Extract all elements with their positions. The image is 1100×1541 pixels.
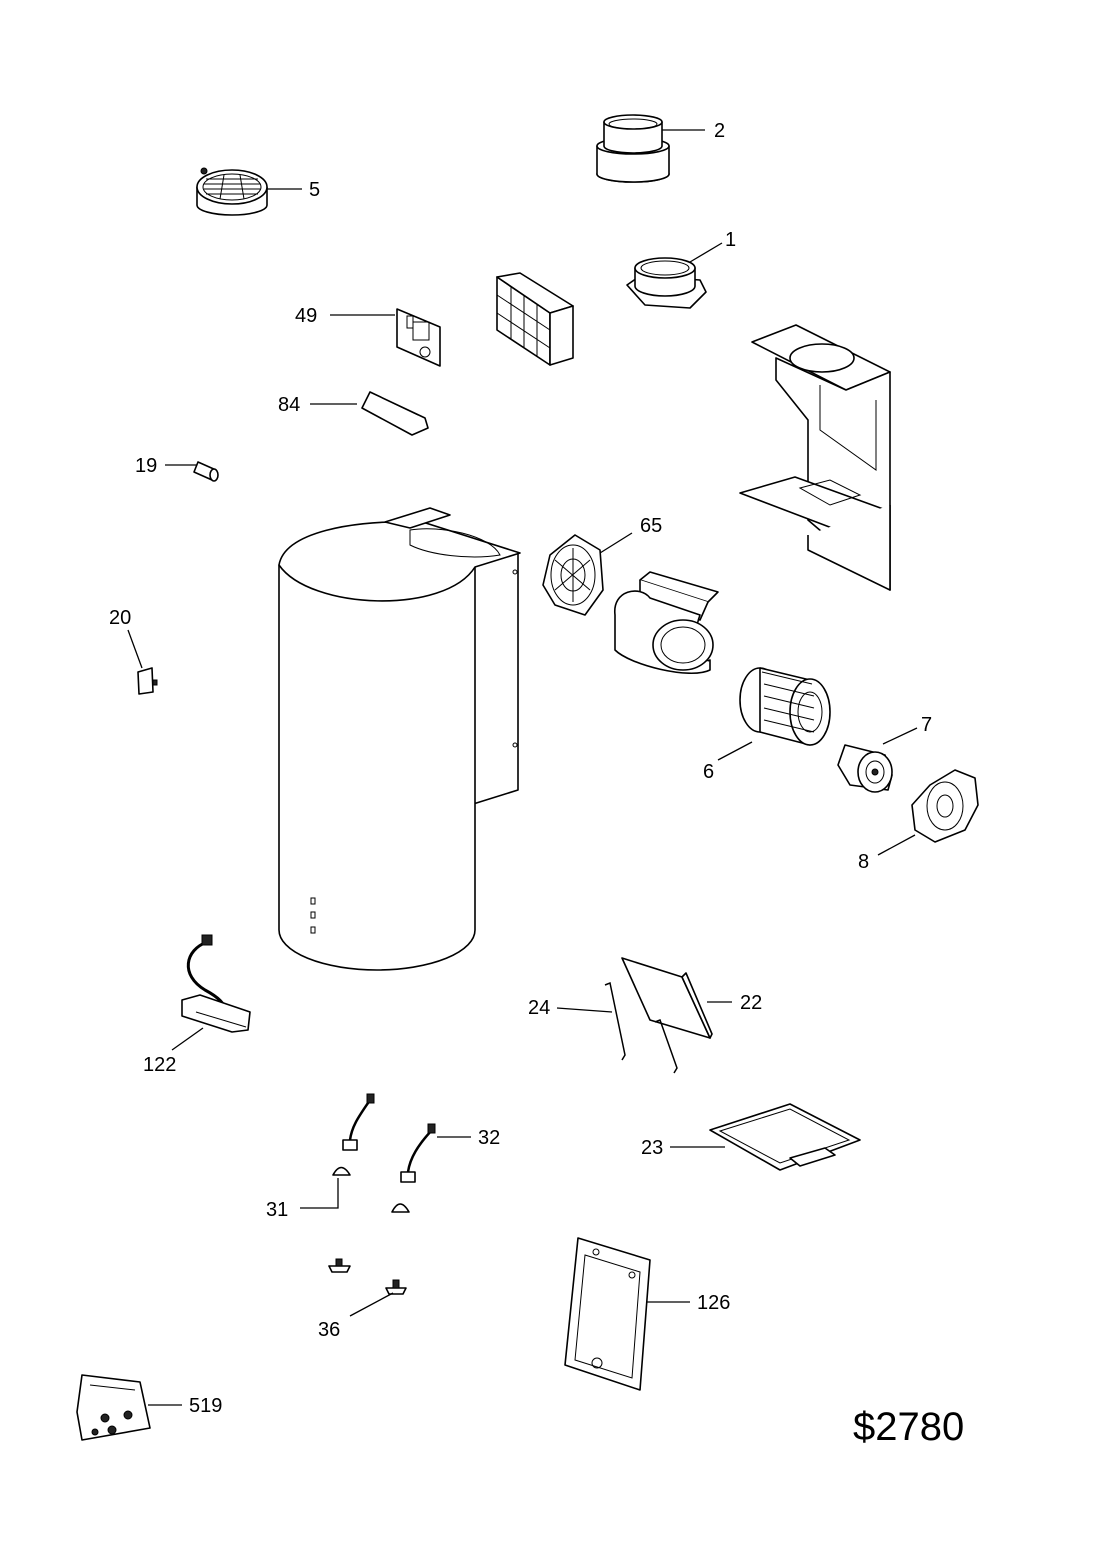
callout-1[interactable]: 1 (725, 229, 736, 251)
part-6-fan-wheel[interactable] (739, 667, 831, 746)
part-5-round-grille[interactable] (196, 167, 268, 216)
callout-22[interactable]: 22 (740, 992, 762, 1014)
part-1-flange-ring[interactable] (626, 257, 707, 309)
part-65-back-plate[interactable] (542, 534, 604, 616)
callout-32[interactable]: 32 (478, 1127, 500, 1149)
part-19-connector[interactable] (193, 461, 219, 482)
part-32-lamp-cables[interactable] (342, 1093, 436, 1183)
callout-36[interactable]: 36 (318, 1319, 340, 1341)
callout-2[interactable]: 2 (714, 120, 725, 142)
mounting-frame (739, 324, 891, 591)
diagram-code: $2780 (853, 1405, 964, 1449)
leader-31 (300, 1178, 339, 1209)
callout-49[interactable]: 49 (295, 305, 317, 327)
part-24-retaining-wires[interactable] (604, 981, 678, 1074)
leader-20 (127, 629, 143, 669)
part-84-bracket[interactable] (361, 391, 429, 436)
callout-7[interactable]: 7 (921, 714, 932, 736)
part-2-duct-connector[interactable] (596, 114, 670, 183)
leader-65 (599, 532, 633, 554)
leader-8 (877, 834, 916, 856)
callout-5[interactable]: 5 (309, 179, 320, 201)
leader-122 (171, 1027, 204, 1051)
part-20-clip[interactable] (137, 667, 158, 695)
callout-31[interactable]: 31 (266, 1199, 288, 1221)
leader-36 (349, 1292, 394, 1317)
callout-8[interactable]: 8 (858, 851, 869, 873)
callout-122[interactable]: 122 (143, 1054, 176, 1076)
part-122-led-driver[interactable] (181, 934, 251, 1033)
leader-7 (882, 727, 918, 745)
callout-23[interactable]: 23 (641, 1137, 663, 1159)
callout-6[interactable]: 6 (703, 761, 714, 783)
callout-126[interactable]: 126 (697, 1292, 730, 1314)
part-126-front-frame[interactable] (564, 1237, 651, 1391)
part-22-glass-panel[interactable] (621, 957, 713, 1039)
part-31-lamps[interactable] (332, 1166, 410, 1213)
callout-19[interactable]: 19 (135, 455, 157, 477)
callout-20[interactable]: 20 (109, 607, 131, 629)
leader-6 (717, 741, 753, 761)
blower-housing (614, 571, 719, 674)
part-36-lamp-clips[interactable] (328, 1258, 407, 1295)
leader-1 (689, 242, 723, 263)
part-23-grease-filter[interactable] (709, 1103, 861, 1171)
part-8-motor-plate[interactable] (911, 769, 979, 843)
leader-24 (556, 1007, 613, 1013)
hood-body (278, 507, 521, 971)
part-7-motor[interactable] (837, 744, 893, 793)
part-49-control-board[interactable] (396, 308, 441, 367)
callout-519: 519 (189, 1395, 222, 1417)
carbon-filter-frame (496, 272, 574, 366)
callout-84[interactable]: 84 (278, 394, 300, 416)
callout-24[interactable]: 24 (528, 997, 550, 1019)
part-519-hardware-bag[interactable] (76, 1374, 151, 1441)
callout-65[interactable]: 65 (640, 515, 662, 537)
